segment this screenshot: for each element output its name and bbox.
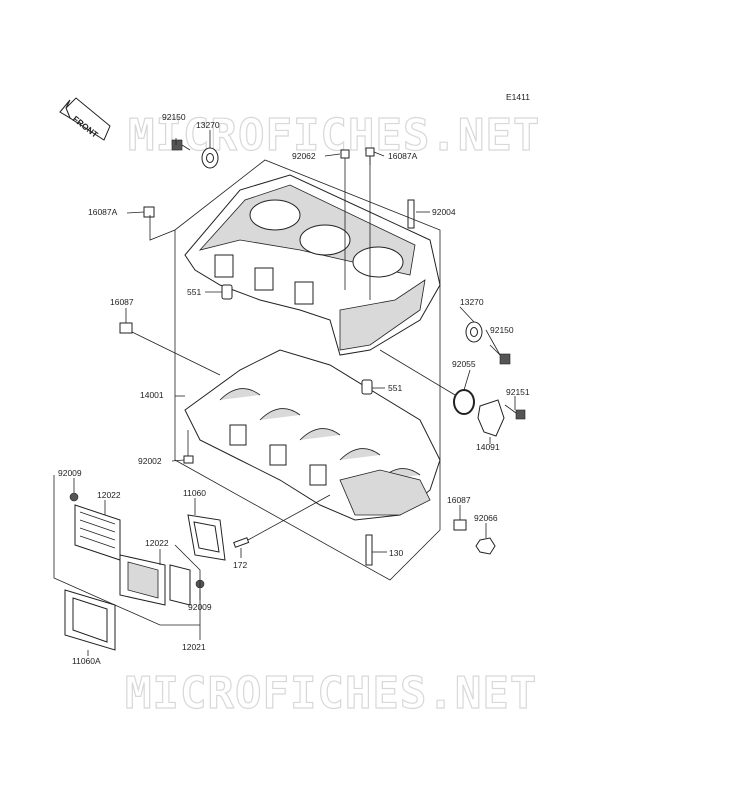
diagram-code: E1411 — [506, 92, 530, 102]
gasket-13270-right — [465, 321, 483, 343]
gasket-11060A — [64, 589, 116, 651]
label-92062: 92062 — [292, 151, 316, 161]
dowel-551-lower — [361, 379, 373, 395]
gasket-11060 — [187, 514, 226, 561]
lower-crankcase — [184, 349, 441, 521]
plug-16087A-left — [143, 206, 155, 218]
watermark-bottom: MICROFICHES.NET — [125, 668, 537, 719]
plug-16087-right — [453, 519, 467, 531]
label-92009-bottom: 92009 — [188, 602, 212, 612]
label-16087-left: 16087 — [110, 297, 134, 307]
label-551-upper: 551 — [187, 287, 201, 297]
reed-block-12022-mid — [119, 554, 191, 606]
bolt-92151 — [504, 404, 526, 420]
gasket-13270-top — [201, 147, 219, 169]
label-92150-right: 92150 — [490, 325, 514, 335]
part-labels: 92150 13270 92062 16087A 16087A 92004 55… — [58, 112, 530, 666]
pin-172 — [233, 537, 250, 548]
label-92150-top: 92150 — [162, 112, 186, 122]
front-arrow-icon: FRONT — [59, 97, 111, 141]
label-130: 130 — [389, 548, 403, 558]
oring-92055 — [453, 389, 475, 415]
label-92009-top: 92009 — [58, 468, 82, 478]
label-11060A: 11060A — [72, 656, 101, 666]
label-13270-right: 13270 — [460, 297, 484, 307]
bolt-92062 — [340, 149, 350, 175]
label-92055: 92055 — [452, 359, 476, 369]
label-11060: 11060 — [183, 488, 206, 498]
label-92151: 92151 — [506, 387, 530, 397]
leader-lines — [53, 130, 516, 656]
label-12021: 12021 — [182, 642, 206, 652]
dowel-551-upper — [221, 284, 233, 300]
bolt-92150-right — [489, 344, 511, 365]
label-16087A-top: 16087A — [388, 151, 418, 161]
bolt-92002 — [183, 430, 194, 464]
screw-92009-top — [69, 492, 79, 502]
label-92002: 92002 — [138, 456, 162, 466]
bolt-130 — [365, 534, 373, 566]
label-12022-mid: 12022 — [145, 538, 169, 548]
watermark-top: MICROFICHES.NET — [128, 110, 540, 161]
upper-crankcase — [184, 174, 441, 356]
bolt-92150-top — [171, 139, 191, 151]
label-12022-top: 12022 — [97, 490, 121, 500]
label-551-lower: 551 — [388, 383, 402, 393]
label-172: 172 — [233, 560, 247, 570]
nut-92066 — [475, 537, 496, 555]
label-16087A-left: 16087A — [88, 207, 118, 217]
plug-16087-left — [119, 322, 133, 334]
label-14091: 14091 — [476, 442, 500, 452]
reed-valve-12022-top — [74, 504, 121, 561]
label-92004: 92004 — [432, 207, 456, 217]
stud-92004 — [407, 199, 415, 229]
cover-14091 — [477, 399, 505, 437]
label-16087-right: 16087 — [447, 495, 471, 505]
label-92066: 92066 — [474, 513, 498, 523]
label-13270-top: 13270 — [196, 120, 220, 130]
label-14001: 14001 — [140, 390, 164, 400]
